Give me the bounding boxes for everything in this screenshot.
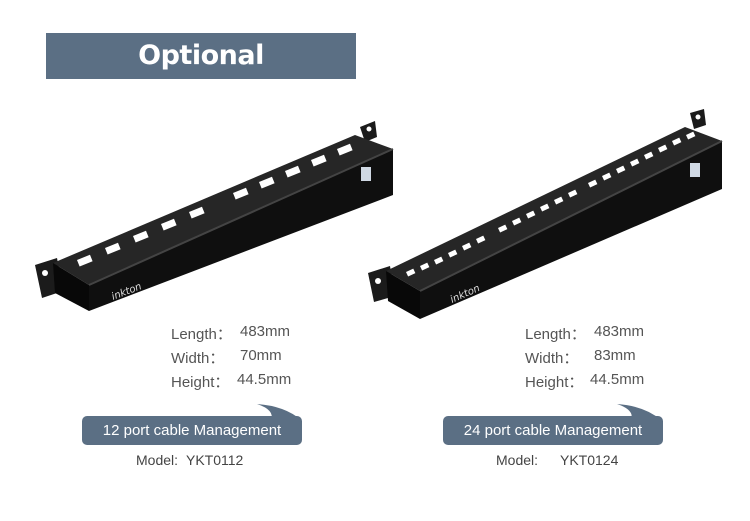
model-label: Model: [136,452,179,468]
spec-height-label: Height： [171,374,230,391]
spec-width-label: Width： [171,350,225,367]
product-image-12-port: inkton [25,115,405,320]
spec-width-label: Width： [525,350,579,367]
model-label: Model: [496,452,539,468]
spec-length-label: Length： [525,326,586,343]
section-title: Optional specifications [46,33,356,117]
model-value: YKT0112 [186,452,244,468]
spec-height-value: 44.5mm [237,371,292,388]
product-name-badge: 24 port cable Management [443,416,663,445]
spec-height-label: Height： [525,374,584,391]
product-name-badge: 12 port cable Management [82,416,302,445]
spec-length-label: Length： [171,326,232,343]
model-value: YKT0124 [560,452,619,468]
spec-width-value: 70mm [240,347,282,364]
spec-width-value: 83mm [594,347,636,364]
spec-length-value: 483mm [240,323,291,340]
spec-height-value: 44.5mm [590,371,645,388]
spec-length-value: 483mm [594,323,645,340]
product-image-24-port: inkton [360,105,740,320]
